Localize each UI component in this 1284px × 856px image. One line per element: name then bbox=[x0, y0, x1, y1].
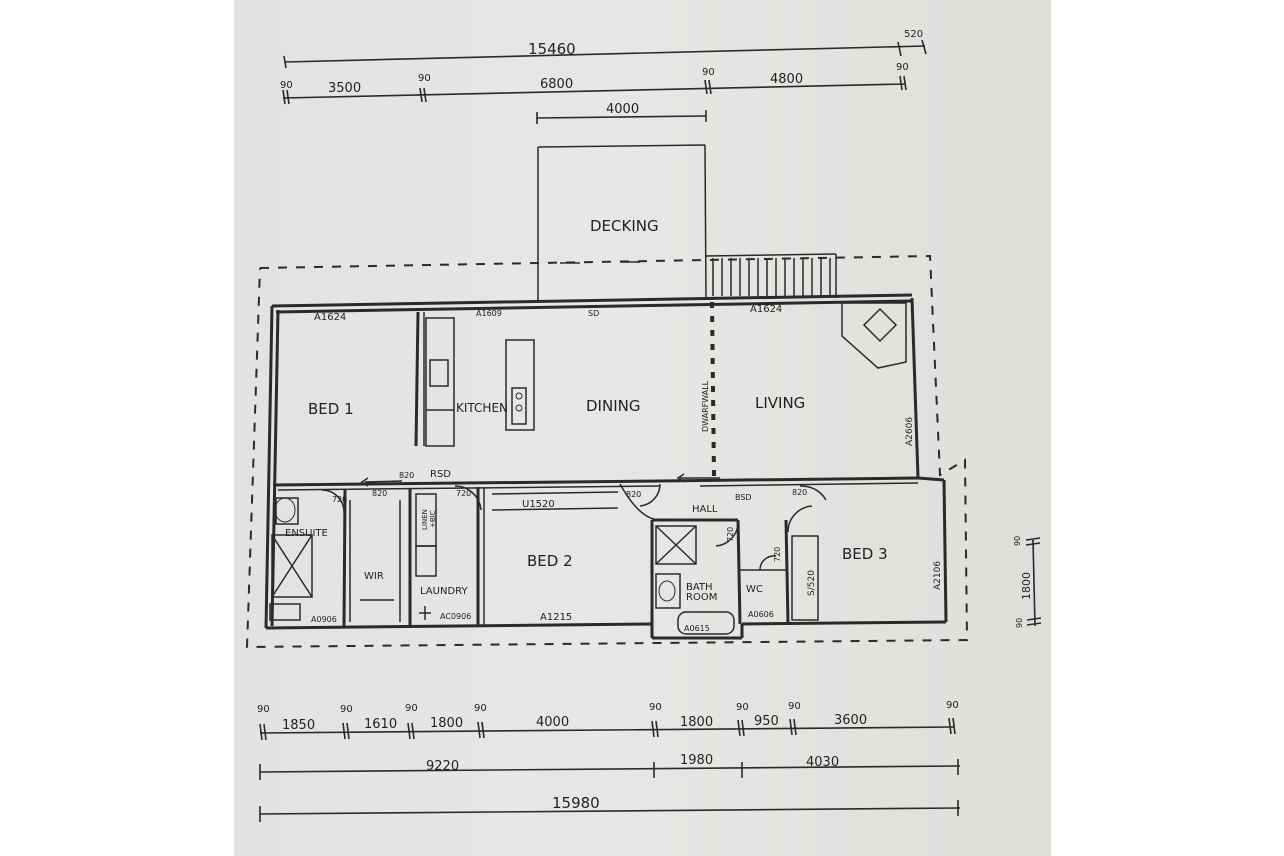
dim-line-top-total bbox=[284, 45, 926, 63]
room-label-linen-line1: LINEN bbox=[421, 509, 429, 530]
dim-top-3500: 3500 bbox=[328, 81, 361, 96]
dim-bottom-total: 15980 bbox=[552, 794, 600, 812]
opening-a1215: A1215 bbox=[540, 612, 572, 623]
dim-top-4800: 4800 bbox=[770, 72, 803, 87]
dim-mid-9220: 9220 bbox=[426, 759, 459, 774]
dim-bottom-w1: 90 bbox=[257, 704, 270, 715]
side-dimensions: 1800 90 90 bbox=[1013, 536, 1042, 628]
dim-bottom-w8: 90 bbox=[946, 700, 959, 711]
dim-top-overhang: 520 bbox=[904, 29, 923, 40]
room-label-bed1: BED 1 bbox=[308, 400, 354, 418]
dim-bottom-w6: 90 bbox=[736, 702, 749, 713]
room-label-wc: WC bbox=[746, 584, 763, 595]
opening-bsd-hall: BSD bbox=[735, 493, 752, 502]
opening-a0906-ensuite: A0906 bbox=[311, 615, 337, 624]
dim-bottom-1610: 1610 bbox=[364, 717, 397, 732]
top-dimensions: 15460 520 90 90 90 90 3500 6800 4800 400… bbox=[280, 29, 927, 124]
dim-bottom-4000: 4000 bbox=[536, 715, 569, 730]
door-820-1: 820 bbox=[399, 471, 414, 480]
room-label-linen-line2: +BIC bbox=[429, 510, 437, 528]
dim-top-total: 15460 bbox=[528, 40, 576, 58]
opening-a0606: A0606 bbox=[748, 610, 774, 619]
room-label-bed2: BED 2 bbox=[527, 552, 573, 570]
dim-top-6800: 6800 bbox=[540, 77, 573, 92]
room-label-bed3: BED 3 bbox=[842, 545, 888, 563]
dim-top-w1: 90 bbox=[280, 80, 293, 91]
eaves-outline bbox=[245, 254, 969, 649]
dim-top-w3: 90 bbox=[702, 67, 715, 78]
dim-side-90b: 90 bbox=[1015, 618, 1024, 628]
dim-line-bottom-total bbox=[259, 807, 961, 815]
dim-top-w4: 90 bbox=[896, 62, 909, 73]
door-820-2: 820 bbox=[372, 489, 387, 498]
dim-bottom-w5: 90 bbox=[649, 702, 662, 713]
doors bbox=[321, 473, 827, 571]
dim-bottom-w7: 90 bbox=[788, 701, 801, 712]
door-820-4: 820 bbox=[792, 488, 807, 497]
door-720-4: 720 bbox=[773, 547, 782, 562]
room-label-living: LIVING bbox=[755, 394, 805, 412]
dim-mid-4030: 4030 bbox=[806, 755, 839, 770]
dim-line-bottom-mid bbox=[259, 765, 961, 773]
dim-bottom-w4: 90 bbox=[474, 703, 487, 714]
interior-walls bbox=[272, 301, 919, 629]
dim-bottom-3600: 3600 bbox=[834, 713, 867, 728]
opening-a0615: A0615 bbox=[684, 624, 710, 633]
room-labels: BED 1 KITCHEN DINING LIVING BED 2 BED 3 … bbox=[285, 380, 888, 603]
dim-side-90a: 90 bbox=[1013, 536, 1022, 546]
opening-a2606-living: A2606 bbox=[905, 417, 915, 446]
dim-mid-1980: 1980 bbox=[680, 753, 713, 768]
room-label-hall: HALL bbox=[692, 504, 718, 515]
dim-bottom-1850: 1850 bbox=[282, 718, 315, 733]
room-label-ensuite: ENSUITE bbox=[285, 528, 328, 539]
opening-a2106-bed3: A2106 bbox=[933, 561, 943, 590]
dim-bottom-1800b: 1800 bbox=[680, 715, 713, 730]
opening-a1609: A1609 bbox=[476, 309, 502, 318]
dim-line-decking bbox=[536, 115, 707, 119]
room-label-laundry: LAUNDRY bbox=[420, 586, 468, 597]
dim-line-top-rooms bbox=[282, 83, 907, 99]
opening-sd: SD bbox=[588, 309, 599, 318]
dim-top-w2: 90 bbox=[418, 73, 431, 84]
dim-bottom-w2: 90 bbox=[340, 704, 353, 715]
dim-bottom-950: 950 bbox=[754, 714, 779, 729]
door-720-2: 720 bbox=[456, 489, 471, 498]
door-820-3: 820 bbox=[626, 490, 641, 499]
opening-u1520: U1520 bbox=[522, 499, 555, 510]
room-label-wir: WIR bbox=[364, 571, 384, 582]
room-label-bathroom-line2: ROOM bbox=[686, 592, 717, 603]
dim-bottom-w3: 90 bbox=[405, 703, 418, 714]
fixtures bbox=[269, 302, 907, 635]
room-label-dwarf-wall: DWARFWALL bbox=[701, 380, 710, 432]
decking-stairs bbox=[712, 258, 831, 296]
bottom-dimensions: 90 90 90 90 90 90 90 90 1850 1610 1800 4… bbox=[257, 700, 961, 822]
opening-ac0906-laundry: AC0906 bbox=[440, 612, 471, 621]
dim-bottom-1800a: 1800 bbox=[430, 716, 463, 731]
opening-s1520: S/520 bbox=[807, 570, 817, 596]
door-720-1: 720 bbox=[332, 495, 347, 504]
room-label-dining: DINING bbox=[586, 397, 640, 415]
room-label-kitchen: KITCHEN bbox=[456, 401, 508, 415]
room-label-bathroom-line1: BATH bbox=[686, 582, 713, 593]
opening-a1624-living: A1624 bbox=[750, 304, 782, 315]
dim-decking-width: 4000 bbox=[606, 102, 639, 117]
decking-area: DECKING bbox=[537, 144, 837, 301]
exterior-walls bbox=[264, 293, 948, 640]
door-720-3: 720 bbox=[726, 527, 735, 542]
dim-side-1800: 1800 bbox=[1020, 572, 1033, 600]
opening-a1624-bed1: A1624 bbox=[314, 312, 346, 323]
room-label-decking: DECKING bbox=[590, 217, 659, 235]
opening-rsd-bed1: RSD bbox=[430, 469, 451, 480]
opening-labels: A1624 A1609 SD A1624 A2606 A2106 A0906 A… bbox=[311, 304, 943, 633]
dim-line-bottom-rooms bbox=[259, 726, 956, 734]
